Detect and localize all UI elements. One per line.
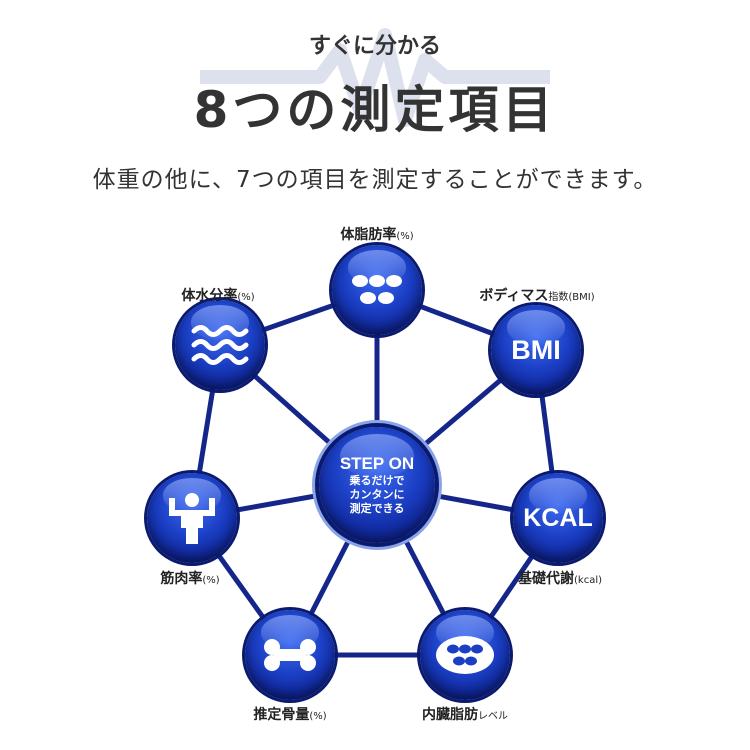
subtitle: すぐに分かる <box>308 34 441 59</box>
label-bmi: ボディマス指数(BMI) <box>479 288 595 304</box>
label-basal-metabolism: 基礎代謝(kcal) <box>518 571 602 587</box>
description: 体重の他に、7つの項目を測定することができます。 <box>92 167 658 193</box>
label-bone-mass: 推定骨量(%) <box>253 707 327 723</box>
node-muscle <box>147 473 237 563</box>
heartbeat-wave-decoration <box>200 28 550 127</box>
muscle-icon <box>169 493 215 544</box>
node-body-fat <box>332 245 422 335</box>
label-body-water: 体水分率(%) <box>181 288 255 304</box>
page-title: 8つの測定項目 <box>193 81 557 139</box>
bmi-icon-text: BMI <box>511 334 561 365</box>
label-visceral-fat: 内臓脂肪レベル <box>422 707 508 723</box>
node-visceral-fat <box>420 610 510 700</box>
node-bmi: BMI <box>491 305 581 395</box>
center-line-3: 測定できる <box>349 502 405 515</box>
center-step-on: STEP ON 乗るだけで カンタンに 測定できる <box>319 427 435 543</box>
label-muscle: 筋肉率(%) <box>160 571 220 587</box>
node-bone-mass <box>245 610 335 700</box>
node-kcal: KCAL <box>513 473 603 563</box>
center-title: STEP ON <box>339 454 415 473</box>
bone-icon <box>264 639 316 671</box>
label-body-fat: 体脂肪率(%) <box>340 227 414 243</box>
fat-oval-icon <box>436 636 494 674</box>
kcal-icon-text: KCAL <box>523 503 593 532</box>
center-line-1: 乗るだけで <box>349 474 405 487</box>
center-line-2: カンタンに <box>349 488 405 501</box>
node-body-water <box>175 300 265 390</box>
water-wave-icon <box>191 325 249 365</box>
dots-icon <box>352 275 402 304</box>
